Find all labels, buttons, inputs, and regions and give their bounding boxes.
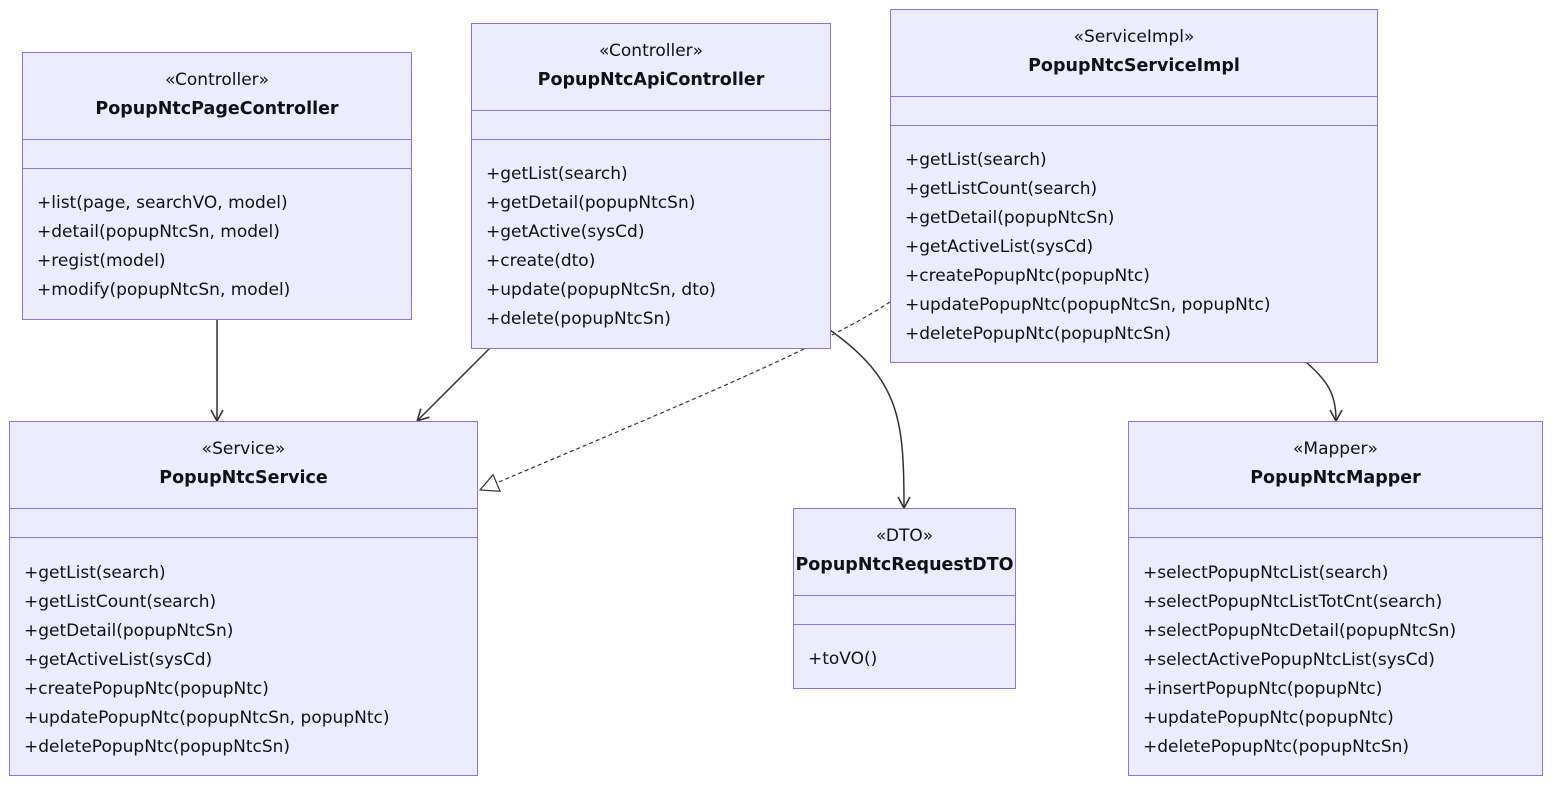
class-stereotype: «DTO»	[875, 526, 934, 546]
class-method: +create(dto)	[486, 251, 596, 271]
class-popupntcmapper: «Mapper» PopupNtcMapper +selectPopupNtcL…	[1128, 421, 1543, 776]
class-attributes	[472, 111, 830, 140]
class-method: +toVO()	[808, 649, 878, 669]
class-method: +update(popupNtcSn, dto)	[486, 280, 716, 300]
class-method: +getList(search)	[905, 150, 1047, 170]
class-header: «Controller» PopupNtcPageController	[23, 53, 411, 140]
class-method: +deletePopupNtc(popupNtcSn)	[24, 737, 291, 757]
class-method: +getActiveList(sysCd)	[24, 650, 213, 670]
class-header: «ServiceImpl» PopupNtcServiceImpl	[891, 10, 1377, 97]
class-stereotype: «Mapper»	[1293, 439, 1378, 459]
class-method: +getListCount(search)	[905, 179, 1098, 199]
class-methods: +list(page, searchVO, model) +detail(pop…	[23, 189, 411, 305]
class-method: +getDetail(popupNtcSn)	[24, 621, 234, 641]
class-method: +getList(search)	[486, 164, 628, 184]
class-name: PopupNtcPageController	[95, 99, 339, 119]
class-method: +getList(search)	[24, 563, 166, 583]
class-attributes	[794, 596, 1015, 625]
class-popupntcrequestdto: «DTO» PopupNtcRequestDTO +toVO()	[793, 508, 1016, 689]
class-method: +getActive(sysCd)	[486, 222, 645, 242]
class-method: +getDetail(popupNtcSn)	[486, 193, 696, 213]
edge-serviceimpl-realizes-service	[478, 301, 891, 492]
class-method: +selectPopupNtcListTotCnt(search)	[1143, 592, 1443, 612]
class-header: «DTO» PopupNtcRequestDTO	[794, 509, 1015, 596]
class-method: +selectPopupNtcList(search)	[1143, 563, 1389, 583]
class-stereotype: «Controller»	[598, 41, 704, 61]
class-method: +deletePopupNtc(popupNtcSn)	[1143, 737, 1410, 757]
class-method: +modify(popupNtcSn, model)	[37, 280, 291, 300]
class-method: +insertPopupNtc(popupNtc)	[1143, 679, 1383, 699]
class-method: +createPopupNtc(popupNtc)	[905, 266, 1150, 286]
class-attributes	[1129, 509, 1542, 538]
edge-serviceimpl-to-mapper	[1305, 361, 1343, 423]
class-methods: +selectPopupNtcList(search) +selectPopup…	[1129, 559, 1542, 762]
class-name: PopupNtcApiController	[537, 70, 765, 90]
class-methods: +toVO()	[794, 645, 1015, 674]
class-stereotype: «Service»	[201, 439, 286, 459]
class-popupntcserviceimpl: «ServiceImpl» PopupNtcServiceImpl +getLi…	[890, 9, 1378, 363]
class-method: +createPopupNtc(popupNtc)	[24, 679, 269, 699]
class-methods: +getList(search) +getDetail(popupNtcSn) …	[472, 160, 830, 334]
class-header: «Service» PopupNtcService	[10, 422, 477, 509]
class-name: PopupNtcServiceImpl	[1028, 56, 1240, 76]
class-method: +list(page, searchVO, model)	[37, 193, 288, 213]
class-name: PopupNtcMapper	[1250, 468, 1421, 488]
class-popupntcpagecontroller: «Controller» PopupNtcPageController +lis…	[22, 52, 412, 320]
class-attributes	[10, 509, 477, 538]
class-method: +getActiveList(sysCd)	[905, 237, 1094, 257]
class-popupntcapicontroller: «Controller» PopupNtcApiController +getL…	[471, 23, 831, 349]
class-methods: +getList(search) +getListCount(search) +…	[10, 559, 477, 762]
class-method: +getDetail(popupNtcSn)	[905, 208, 1115, 228]
class-stereotype: «ServiceImpl»	[1073, 27, 1195, 47]
class-header: «Mapper» PopupNtcMapper	[1129, 422, 1542, 509]
class-method: +detail(popupNtcSn, model)	[37, 222, 280, 242]
class-method: +updatePopupNtc(popupNtcSn, popupNtc)	[24, 708, 390, 728]
edge-apicontroller-to-service	[416, 347, 491, 422]
edge-apicontroller-to-dto	[829, 329, 911, 510]
class-method: +updatePopupNtc(popupNtc)	[1143, 708, 1394, 728]
class-methods: +getList(search) +getListCount(search) +…	[891, 146, 1377, 349]
class-name: PopupNtcService	[159, 468, 328, 488]
class-header: «Controller» PopupNtcApiController	[472, 24, 830, 111]
class-attributes	[23, 140, 411, 169]
class-method: +delete(popupNtcSn)	[486, 309, 671, 329]
class-popupntcservice: «Service» PopupNtcService +getList(searc…	[9, 421, 478, 776]
class-method: +regist(model)	[37, 251, 166, 271]
class-name: PopupNtcRequestDTO	[795, 555, 1014, 575]
class-method: +selectPopupNtcDetail(popupNtcSn)	[1143, 621, 1457, 641]
class-method: +getListCount(search)	[24, 592, 217, 612]
class-method: +deletePopupNtc(popupNtcSn)	[905, 324, 1172, 344]
class-method: +selectActivePopupNtcList(sysCd)	[1143, 650, 1435, 670]
class-stereotype: «Controller»	[164, 70, 270, 90]
class-method: +updatePopupNtc(popupNtcSn, popupNtc)	[905, 295, 1271, 315]
class-attributes	[891, 97, 1377, 126]
